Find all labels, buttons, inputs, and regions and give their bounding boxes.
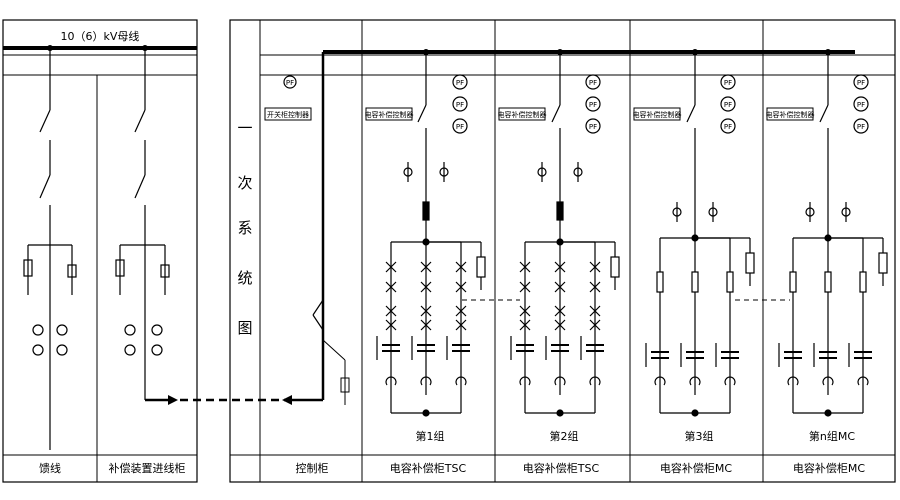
control-cabinet: 开关柜控制器 PF 控制柜 xyxy=(264,75,350,475)
svg-text:PF: PF xyxy=(286,79,294,87)
left-panel: 10（6）kV母线 xyxy=(2,19,198,483)
svg-text:开关柜控制器: 开关柜控制器 xyxy=(267,110,309,119)
meter-symbol: PF xyxy=(724,123,732,131)
controller-tag: 电容补偿控制器 xyxy=(633,110,682,119)
meter-symbol: PF xyxy=(857,79,865,87)
cabinet-name: 电容补偿柜TSC xyxy=(523,461,600,475)
svg-text:次: 次 xyxy=(237,174,252,192)
group-label: 第1组 xyxy=(416,429,445,443)
meter-symbol: PF xyxy=(589,79,597,87)
meter-symbol: PF xyxy=(456,101,464,109)
feeder-circuit xyxy=(23,48,77,450)
meter-symbol: PF xyxy=(456,123,464,131)
cabinet-name: 电容补偿柜MC xyxy=(660,461,732,475)
meter-symbol: PF xyxy=(857,123,865,131)
cabinet-name-incoming: 补偿装置进线柜 xyxy=(109,461,186,475)
cabinet-name-control: 控制柜 xyxy=(296,461,329,475)
svg-text:一: 一 xyxy=(237,119,252,137)
controller-tag: 电容补偿控制器 xyxy=(498,110,547,119)
power-factor-meter-icon xyxy=(283,75,297,89)
capacitor-cabinet-4: 电容补偿控制器 PF PF PF 第n组MC 电容补偿柜MC xyxy=(766,52,888,475)
meter-symbol: PF xyxy=(589,123,597,131)
meter-symbol: PF xyxy=(857,101,865,109)
vertical-title: 一 次 系 统 图 xyxy=(237,119,252,337)
svg-text:系: 系 xyxy=(237,219,252,237)
controller-tag: 电容补偿控制器 xyxy=(365,110,414,119)
incoming-circuit xyxy=(115,48,170,400)
cabinet-name: 电容补偿柜MC xyxy=(793,461,865,475)
bus-label: 10（6）kV母线 xyxy=(61,29,140,43)
group-label: 第2组 xyxy=(550,429,579,443)
svg-text:统: 统 xyxy=(237,269,252,287)
meter-symbol: PF xyxy=(589,101,597,109)
group-label: 第n组MC xyxy=(809,429,855,443)
right-panel: 一 次 系 统 图 开关柜控制器 PF 控制柜 电容补偿控制器 PF PF PF 第1组… xyxy=(229,19,896,483)
controller-tag: 电容补偿控制器 xyxy=(766,110,815,119)
cabinet-name: 电容补偿柜TSC xyxy=(390,461,467,475)
cabinet-name-feeder: 馈线 xyxy=(39,461,61,475)
meter-symbol: PF xyxy=(724,79,732,87)
meter-symbol: PF xyxy=(456,79,464,87)
group-label: 第3组 xyxy=(685,429,714,443)
svg-text:图: 图 xyxy=(237,319,252,337)
interconnect-cable xyxy=(145,395,323,405)
meter-symbol: PF xyxy=(724,101,732,109)
